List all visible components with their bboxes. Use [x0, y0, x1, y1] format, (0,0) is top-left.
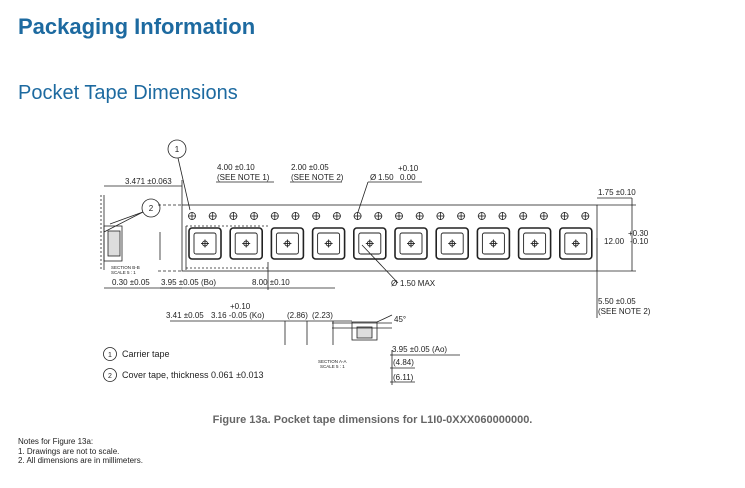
dim-hole-tol-low: 0.00 [400, 173, 416, 182]
dim-left: 3.471 ±0.063 [125, 177, 172, 186]
dim-484: (4.84) [393, 358, 414, 367]
dim-w-tol: +0.30 [628, 229, 649, 238]
dim-thickness: 0.30 ±0.05 [112, 278, 150, 287]
pocket [558, 227, 593, 260]
section-aa-scale: SCALE 5 : 1 [320, 364, 345, 369]
dim-hole: 1.50 [378, 173, 394, 182]
dim-e1: 1.75 ±0.10 [598, 188, 636, 197]
pocket [435, 227, 470, 260]
pocket [270, 227, 305, 260]
dim-p2: 2.00 ±0.05 [291, 163, 329, 172]
dim-w: 12.00 [604, 237, 625, 246]
dim-223: (2.23) [312, 311, 333, 320]
dim-f-note: (SEE NOTE 2) [598, 307, 651, 316]
legend-num-1: 1 [108, 352, 112, 359]
dim-611: (6.11) [393, 373, 414, 382]
legend-circle-1 [103, 347, 117, 361]
dim-ko: 3.16 -0.05 (Ko) [211, 311, 265, 320]
section-bb-scale: SCALE 5 : 1 [111, 270, 136, 275]
pocket [394, 227, 428, 260]
dim-hole-tol: +0.10 [398, 164, 419, 173]
subsection-heading: Pocket Tape Dimensions [18, 82, 238, 104]
dim-ko-tol: +0.10 [230, 302, 251, 311]
dim-p2-note: (SEE NOTE 2) [291, 173, 344, 182]
dim-w-tol-low: -0.10 [630, 237, 649, 246]
dim-bo: 3.95 ±0.05 (Bo) [161, 278, 216, 287]
callout-1-text: 1 [175, 145, 180, 154]
pockets [188, 227, 593, 260]
note-1: 1. Drawings are not to scale. [18, 446, 120, 456]
pocket [476, 227, 511, 260]
figure-notes: Notes for Figure 13a: 1. Drawings are no… [18, 437, 143, 466]
hole-max-symbol: Ø [391, 279, 397, 288]
legend-cover-tape: Cover tape, thickness 0.061 ±0.013 [122, 370, 264, 380]
pocket [229, 227, 263, 260]
notes-title: Notes for Figure 13a: [18, 437, 94, 446]
dim-286: (2.86) [287, 311, 308, 320]
pocket [311, 227, 346, 260]
section-aa-profile [351, 321, 378, 341]
dim-ao: 3.95 ±0.05 (Ao) [392, 345, 447, 354]
callout-circle-1 [167, 139, 187, 159]
section-bb-label: SECTION B-B [111, 265, 140, 270]
section-aa-label: SECTION A-A [318, 359, 347, 364]
pocket-tape-drawing: 1 2 4.00 ±0.10 (SEE NOTE 1) 2.00 ±0.05 (… [100, 139, 651, 385]
dim-hole-max: 1.50 MAX [400, 279, 436, 288]
dim-f: 5.50 ±0.05 [598, 297, 636, 306]
legend-circle-2 [103, 368, 117, 382]
dim-341: 3.41 ±0.05 [166, 311, 204, 320]
callout-2-text: 2 [149, 204, 154, 213]
dim-pitch-note: (SEE NOTE 1) [217, 173, 270, 182]
pocket [188, 227, 222, 260]
pocket [517, 227, 552, 260]
dim-pocket-pitch: 8.00 ±0.10 [252, 278, 290, 287]
section-heading: Packaging Information [18, 14, 256, 39]
legend-num-2: 2 [108, 373, 112, 380]
callout-circle-2 [141, 198, 161, 218]
note-2: 2. All dimensions are in millimeters. [18, 456, 143, 465]
angle-label: 45° [394, 315, 406, 324]
figure-caption: Figure 13a. Pocket tape dimensions for L… [212, 414, 533, 426]
hole-dia-symbol: Ø [370, 173, 376, 182]
pocket [352, 227, 387, 260]
legend-carrier-tape: Carrier tape [122, 349, 170, 359]
sprocket-holes [188, 212, 590, 220]
dim-pitch: 4.00 ±0.10 [217, 163, 255, 172]
tape-outline [181, 204, 598, 272]
